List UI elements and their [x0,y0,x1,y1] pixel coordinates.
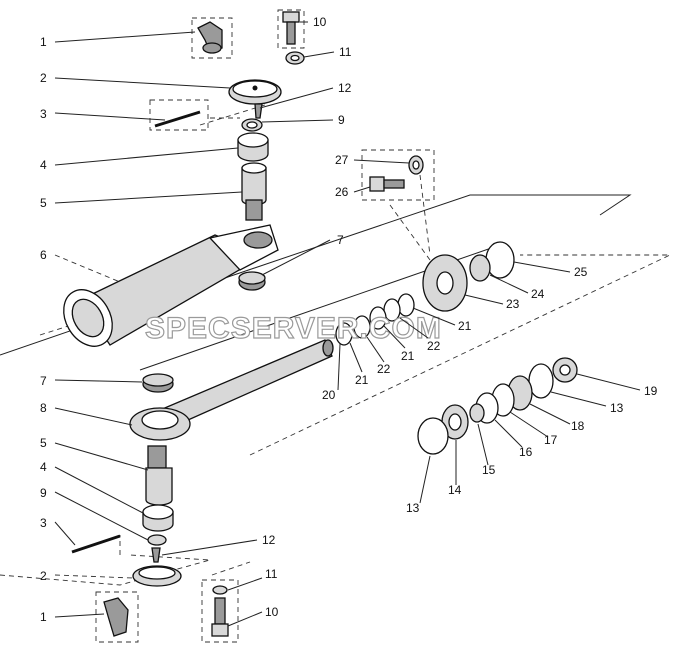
callout-3-upper: 3 [40,107,47,121]
callout-2-upper: 2 [40,71,47,85]
callout-18: 18 [571,419,585,433]
callout-5-lower: 5 [40,436,47,450]
castle-nut-upper [238,271,266,291]
ring-lower [147,534,167,546]
nut-piston [552,357,578,383]
callout-7-lower: 7 [40,374,47,388]
callout-10-lower: 10 [265,605,279,619]
bushing-lower [142,504,174,532]
cap-plate-upper [228,79,282,105]
bolt-lower [201,579,239,643]
cap-plate-lower [132,565,182,587]
callout-17: 17 [544,433,558,447]
callout-27: 27 [335,153,349,167]
callout-labels: 1 2 3 4 5 6 7 9 10 11 12 26 27 25 24 23 … [40,15,658,624]
flange [422,254,468,312]
bolt-flange [361,149,435,201]
callout-1-upper: 1 [40,35,47,49]
castle-nut-lower [142,373,174,393]
callout-21-b: 21 [401,349,415,363]
callout-14: 14 [448,483,462,497]
callout-5-upper: 5 [40,196,47,210]
seal-rings-group [335,241,515,346]
callout-11-upper: 11 [339,45,352,59]
callout-13-a: 13 [610,401,624,415]
ring-upper [241,118,263,132]
shim-lower [71,534,121,554]
shim-upper [149,99,209,131]
callout-8-lower: 8 [40,401,47,415]
cotter-lower [151,547,161,563]
ball-pin-lower [145,445,173,506]
bolt-upper [277,9,305,49]
washer-upper [285,51,305,65]
callout-4-lower: 4 [40,460,47,474]
callout-1-lower: 1 [40,610,47,624]
callout-2-lower: 2 [40,569,47,583]
grease-fitting-lower [95,591,139,643]
bushing-upper [237,132,269,162]
callout-21-a: 21 [458,319,472,333]
cylinder-body [63,224,279,347]
callout-26: 26 [335,185,349,199]
watermark-text: SPECSERVER.COM [145,312,442,345]
callout-22-b: 22 [377,362,391,376]
callout-19: 19 [644,384,658,398]
callout-12-upper: 12 [338,81,352,95]
callout-13-b: 13 [406,501,420,515]
callout-4-upper: 4 [40,158,47,172]
callout-22-a: 22 [427,339,441,353]
callout-11-lower: 11 [265,567,278,581]
callout-16: 16 [519,445,533,459]
washer-flange [408,155,424,175]
callout-21-c: 21 [355,373,369,387]
callout-9-upper: 9 [338,113,345,127]
callout-23: 23 [506,297,520,311]
callout-24: 24 [531,287,545,301]
leader-lines [54,21,641,627]
callout-20: 20 [322,388,336,402]
piston-rod [159,339,334,429]
callout-12-lower: 12 [262,533,276,547]
ball-pin-upper [241,162,267,221]
callout-9-lower: 9 [40,486,47,500]
callout-25: 25 [574,265,588,279]
callout-6-upper: 6 [40,248,47,262]
callout-3-lower: 3 [40,516,47,530]
rod-eye-lower [129,407,191,441]
callout-10-upper: 10 [313,15,327,29]
grease-fitting-upper [191,17,233,59]
cotter-upper [254,103,263,119]
callout-7-upper: 7 [337,233,344,247]
callout-15: 15 [482,463,496,477]
piston-rings-group [417,363,554,455]
